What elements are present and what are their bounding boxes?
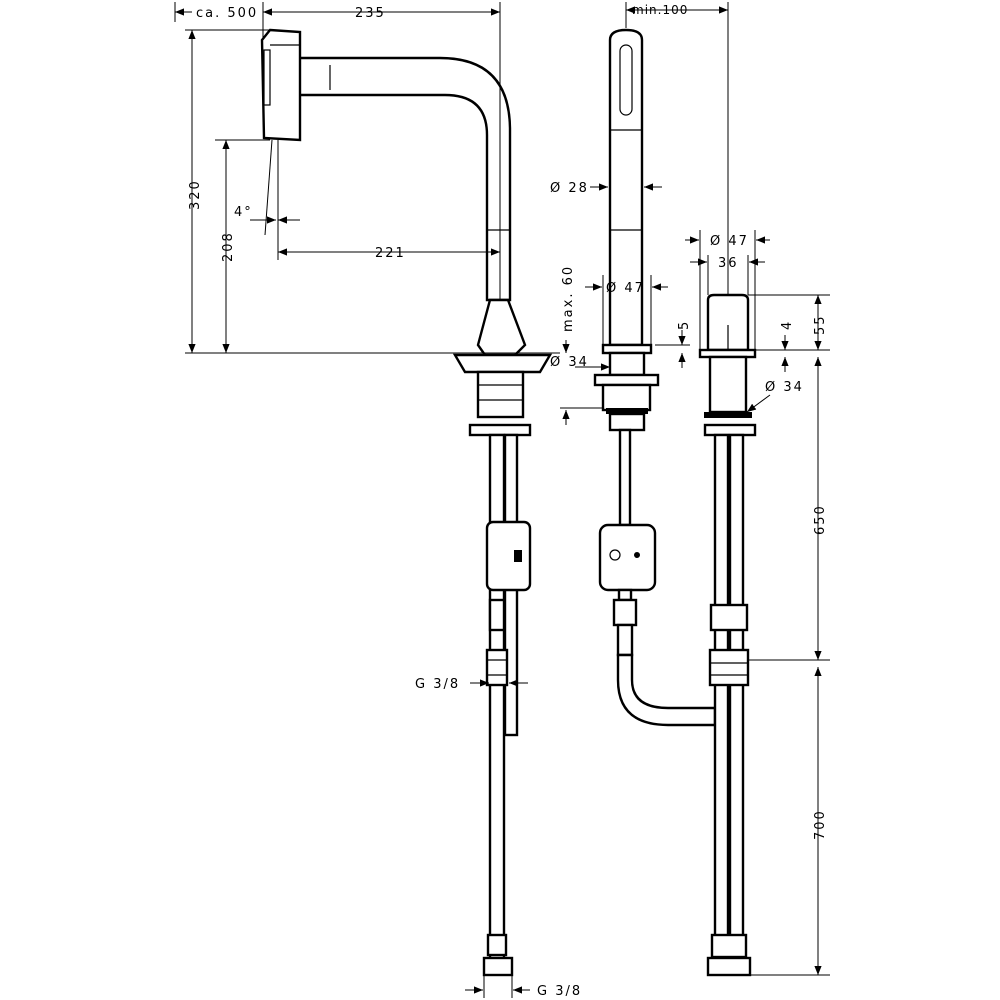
spray-head xyxy=(260,28,302,142)
label-shower-diameter: Ø 28 xyxy=(550,181,589,196)
mounting-plate xyxy=(452,353,553,374)
label-spray-angle: 4° xyxy=(234,205,253,220)
bottom-nut xyxy=(482,956,514,977)
supply-hose-cold xyxy=(713,433,730,962)
label-connection-lower: G 3/8 xyxy=(537,984,582,999)
label-shower-flange-height: 5 xyxy=(677,320,692,330)
label-shower-thread-diameter: Ø 34 xyxy=(550,355,589,370)
dimension-lines xyxy=(174,2,830,998)
lever-handle xyxy=(706,293,750,352)
label-lever-thread-diameter: Ø 34 xyxy=(765,380,804,395)
label-total-height: 320 xyxy=(188,179,203,210)
label-hose-length-upper: 650 xyxy=(813,504,828,535)
supply-hose-left xyxy=(488,433,506,962)
label-connection-upper: G 3/8 xyxy=(415,677,460,692)
label-spout-height: 208 xyxy=(221,231,236,262)
hand-shower xyxy=(608,28,644,347)
label-lever-flange-height: 4 xyxy=(780,320,795,330)
label-spout-reach: 235 xyxy=(355,6,386,21)
label-shower-base-diameter: Ø 47 xyxy=(606,281,645,296)
label-hose-length-lower: 700 xyxy=(813,809,828,840)
dimension-labels: ca. 500 235 min.100 320 208 4° 221 Ø 28 … xyxy=(188,3,828,999)
label-lever-width: 36 xyxy=(718,256,739,271)
solenoid-box xyxy=(485,520,532,592)
label-min-clearance: min.100 xyxy=(632,3,688,17)
label-spray-reach: ca. 500 xyxy=(196,6,258,21)
label-max-thickness: max. 60 xyxy=(561,265,576,332)
label-lever-diameter: Ø 47 xyxy=(710,234,749,249)
shower-hose xyxy=(616,653,717,727)
spout xyxy=(300,56,512,302)
flow-box xyxy=(598,523,657,592)
hose-nut xyxy=(485,648,509,687)
base-cone xyxy=(476,298,527,357)
label-lever-height: 55 xyxy=(813,314,828,335)
hand-shower-view xyxy=(593,28,717,727)
supply-hose-hot xyxy=(728,433,745,962)
lever-view xyxy=(698,293,757,977)
faucet-side-view xyxy=(260,28,553,977)
label-outlet-reach: 221 xyxy=(375,246,406,261)
